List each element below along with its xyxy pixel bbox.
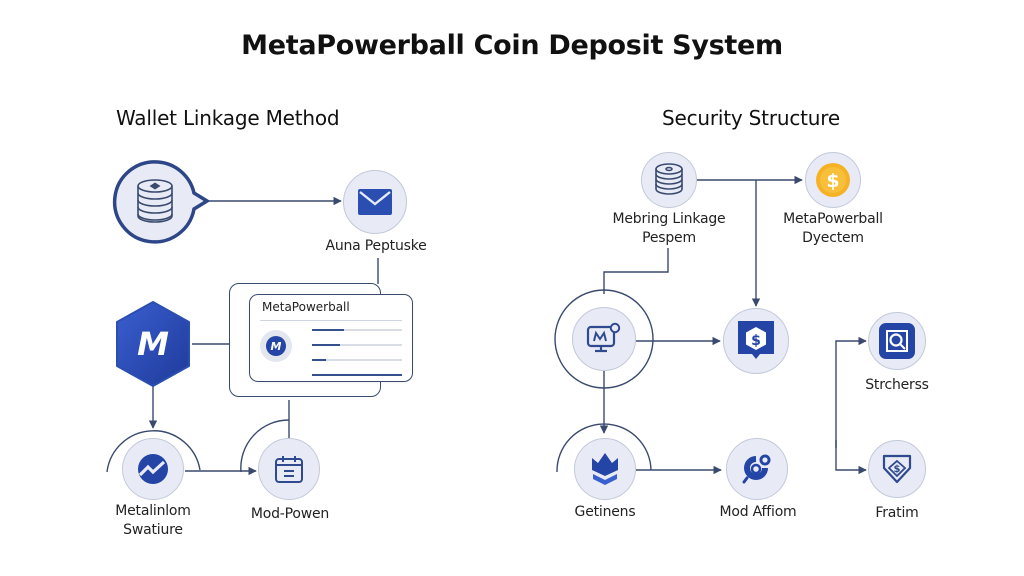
node-coin-stack[interactable]	[110, 160, 211, 244]
node-search[interactable]	[868, 312, 926, 370]
label-affirm: Mod Affiom	[719, 504, 797, 520]
label-linkage-line-2: Pespem	[642, 230, 696, 246]
metapowerball-avatar-icon: M	[266, 336, 286, 356]
svg-text:$: $	[826, 170, 839, 192]
target-pin-icon	[742, 454, 771, 484]
svg-text:M: M	[137, 325, 169, 363]
node-calendar[interactable]	[258, 438, 320, 500]
coin-stack-icon	[137, 179, 173, 223]
wire-to-search	[835, 336, 867, 448]
label-crown: Getinens	[574, 504, 636, 520]
node-mail[interactable]	[343, 170, 407, 234]
label-gold-coin-line-1: MetaPowerball	[783, 211, 883, 227]
coin-stack-icon	[655, 163, 683, 195]
arc-calendar	[240, 419, 290, 473]
calendar-icon	[275, 456, 303, 483]
node-shield-dollar[interactable]: $	[723, 308, 789, 374]
label-trend-line-1: Metalinlom	[115, 503, 191, 519]
node-monitor[interactable]	[572, 307, 636, 371]
metapowerball-logo-icon: M	[116, 301, 190, 387]
card-title: MetaPowerball	[262, 300, 350, 314]
label-search: Strcherss	[865, 377, 929, 393]
node-linkage[interactable]	[641, 152, 697, 208]
dollar-shield-icon: $	[738, 321, 774, 359]
node-gold-coin[interactable]: $	[805, 152, 861, 208]
dollar-badge-icon: $	[882, 454, 912, 484]
label-gold-coin-line-2: Dyectem	[802, 230, 864, 246]
label-mail: Auna Peptuske	[325, 238, 427, 254]
label-gold-coin: MetaPowerball Dyectem	[768, 210, 898, 248]
ring-monitor	[554, 289, 654, 389]
node-fratim[interactable]: $	[868, 440, 926, 498]
node-trend[interactable]	[122, 438, 184, 500]
label-linkage-line-1: Mebring Linkage	[612, 211, 726, 227]
svg-text:$: $	[894, 464, 901, 475]
progress-bar	[312, 344, 402, 346]
label-linkage: Mebring Linkage Pespem	[604, 210, 734, 248]
section-title-security-structure: Security Structure	[662, 106, 840, 130]
node-crown[interactable]	[574, 438, 636, 500]
monitor-icon	[586, 322, 621, 353]
label-calendar: Mod-Powen	[250, 506, 330, 522]
arc-trend	[106, 430, 201, 473]
section-title-wallet-linkage: Wallet Linkage Method	[116, 106, 340, 130]
dollar-coin-icon: $	[816, 163, 850, 197]
wire-linkage-to-monitor	[603, 248, 669, 294]
trend-chart-icon	[138, 454, 168, 484]
page-title: MetaPowerball Coin Deposit System	[241, 30, 783, 61]
progress-bar	[312, 329, 402, 331]
svg-text:$: $	[751, 333, 761, 349]
node-affirm[interactable]	[726, 438, 788, 500]
label-fratim: Fratim	[875, 505, 919, 521]
arc-crown	[556, 423, 652, 473]
wire-to-fratim	[835, 440, 867, 475]
progress-bar	[312, 374, 402, 376]
label-trend: Metalinlom Swatiure	[98, 502, 208, 540]
progress-bar	[312, 359, 402, 361]
card-avatar: M	[260, 330, 292, 362]
crown-chevron-icon	[592, 453, 618, 485]
card-divider	[260, 320, 402, 321]
envelope-icon	[358, 189, 392, 215]
label-trend-line-2: Swatiure	[123, 522, 183, 538]
search-icon	[879, 323, 915, 359]
node-brand[interactable]: M	[114, 300, 192, 388]
card-progress-list	[312, 329, 402, 376]
metapowerball-card[interactable]: MetaPowerball M	[249, 294, 413, 382]
